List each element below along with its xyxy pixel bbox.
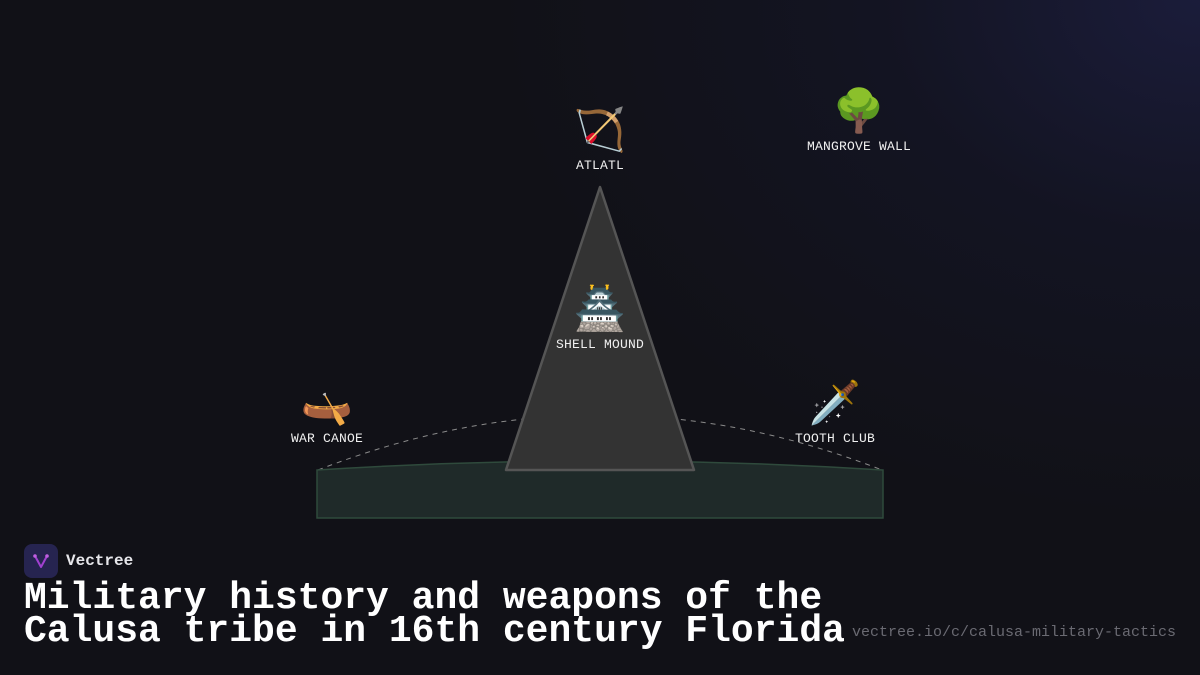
bow-and-arrow-icon: 🏹	[573, 109, 627, 157]
node-label: WAR CANOE	[290, 431, 364, 446]
node-label: MANGROVE WALL	[806, 139, 912, 154]
node-label: TOOTH CLUB	[794, 431, 876, 446]
node-shell-mound[interactable]: 🏯 SHELL MOUND	[556, 289, 644, 352]
node-label: ATLATL	[575, 158, 625, 173]
node-atlatl[interactable]: 🏹 ATLATL	[574, 110, 626, 173]
title-line-2: Calusa tribe in 16th century Florida	[24, 610, 845, 653]
dagger-icon: 🗡️	[808, 382, 862, 430]
castle-icon: 🏯	[573, 288, 627, 336]
canoe-icon: 🛶	[300, 382, 354, 430]
shell-mound-shape	[504, 185, 696, 472]
brand[interactable]: Vectree	[24, 544, 133, 578]
node-mangrove-wall[interactable]: 🌳 MANGROVE WALL	[807, 91, 911, 154]
node-war-canoe[interactable]: 🛶 WAR CANOE	[291, 383, 363, 446]
source-url-link[interactable]: vectree.io/c/calusa-military-tactics	[851, 624, 1176, 641]
page-title: Military history and weapons of the Calu…	[24, 580, 845, 651]
node-tooth-club[interactable]: 🗡️ TOOTH CLUB	[795, 383, 875, 446]
title-line-1: Military history and weapons of the	[24, 577, 823, 620]
vectree-logo-icon	[24, 544, 58, 578]
tree-icon: 🌳	[832, 90, 886, 138]
brand-name: Vectree	[66, 552, 134, 570]
node-label: SHELL MOUND	[555, 337, 645, 352]
dashed-arc	[317, 414, 883, 471]
